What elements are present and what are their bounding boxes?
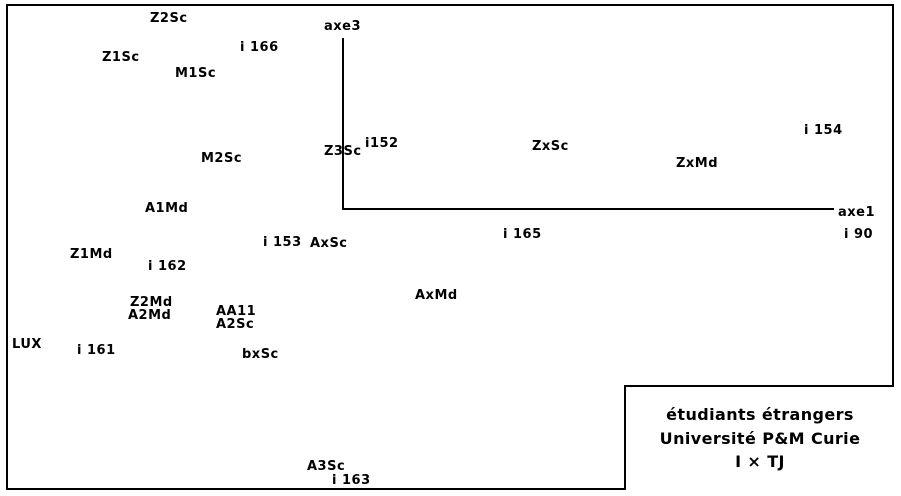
axis-label-horizontal: axe1 xyxy=(838,205,876,220)
legend-line-2: Université P&M Curie xyxy=(659,428,861,448)
point-label: AxMd xyxy=(415,288,458,303)
legend-line-3: I × TJ xyxy=(735,452,785,472)
point-label: AxSc xyxy=(310,236,348,251)
plot-frame xyxy=(6,4,894,490)
point-label: i 90 xyxy=(844,227,874,242)
point-label: i 161 xyxy=(77,343,116,358)
point-label: M1Sc xyxy=(175,66,217,81)
point-label: A3Sc xyxy=(307,459,346,474)
point-label: LUX xyxy=(12,337,42,352)
point-label: i 165 xyxy=(503,227,542,242)
point-label: ZxSc xyxy=(532,139,569,154)
point-label: bxSc xyxy=(242,347,279,362)
point-label: i 163 xyxy=(332,473,371,488)
point-label: i 162 xyxy=(148,259,187,274)
point-label: A2Sc xyxy=(216,317,255,332)
point-label: i 154 xyxy=(804,123,843,138)
point-label: Z2Sc xyxy=(150,11,188,26)
axis-label-vertical: axe3 xyxy=(324,19,362,34)
legend-box: étudiants étrangers Université P&M Curie… xyxy=(624,385,894,490)
point-label: Z1Sc xyxy=(102,50,140,65)
legend-line-1: étudiants étrangers xyxy=(666,405,854,425)
point-label: i152 xyxy=(365,136,399,151)
point-label: AA11 xyxy=(216,304,257,319)
point-label: A1Md xyxy=(145,201,189,216)
point-label: A2Md xyxy=(128,308,172,323)
point-label: ZxMd xyxy=(676,156,719,171)
point-label: Z2Md xyxy=(130,295,173,310)
point-label: M2Sc xyxy=(201,151,243,166)
point-label: i 166 xyxy=(240,40,279,55)
point-label: Z1Md xyxy=(70,247,113,262)
point-label: Z3Sc xyxy=(324,144,362,159)
point-label: i 153 xyxy=(263,235,302,250)
